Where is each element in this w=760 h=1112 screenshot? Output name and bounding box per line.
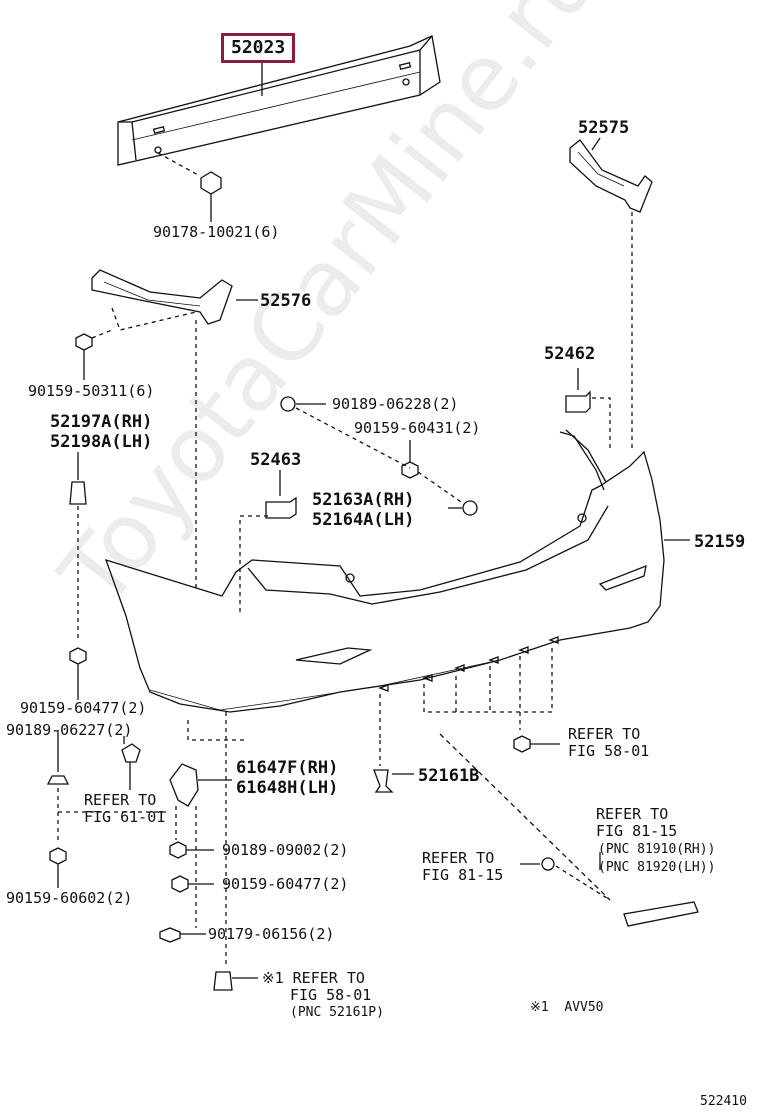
part-90189-06227: 90189-06227(2): [6, 721, 133, 739]
part-52163A: 52163A(RH): [312, 490, 415, 510]
part-90178-10021: 90178-10021(6): [153, 223, 280, 241]
reflector: [623, 901, 699, 927]
bumper-cover: [104, 429, 690, 713]
part-52463: 52463: [250, 450, 302, 470]
clip-52197: [69, 481, 87, 505]
part-52576: 52576: [260, 291, 312, 311]
refer-fig-61-01-line2[interactable]: FIG 61-01: [84, 808, 166, 826]
nut-90178: [200, 171, 222, 195]
refer-fig-81-15-b-line2[interactable]: FIG 81-15: [422, 866, 504, 884]
part-90159-60477-a: 90159-60477(2): [20, 699, 147, 717]
part-52161B: 52161B: [418, 766, 480, 786]
bracket-61647: [169, 763, 199, 807]
part-61648H: 61648H(LH): [236, 778, 339, 798]
bracket-52575: [569, 139, 653, 213]
refer-fig-81-15-a-line2[interactable]: FIG 81-15: [596, 822, 678, 840]
pad-52463: [265, 496, 297, 519]
part-90159-50311: 90159-50311(6): [28, 382, 155, 400]
refer-fig-81-15-b-line1[interactable]: REFER TO: [422, 849, 495, 867]
part-90159-60477-b: 90159-60477(2): [222, 875, 349, 893]
refer-fig-81-15-a-pnc-lh: (PNC 81920(LH)): [598, 860, 716, 875]
refer-fig-58-01-b-pnc: (PNC 52161P): [290, 1005, 384, 1020]
part-52462: 52462: [544, 344, 596, 364]
refer-fig-61-01-line1[interactable]: REFER TO: [84, 791, 157, 809]
part-number-highlight[interactable]: 52023: [221, 33, 296, 63]
refer-fig-58-01-b-line2[interactable]: FIG 58-01: [290, 986, 372, 1004]
reinforcement-beam: [117, 35, 441, 166]
part-90179-06156: 90179-06156(2): [208, 925, 335, 943]
refer-fig-58-01-a-line1[interactable]: REFER TO: [568, 725, 641, 743]
part-52159: 52159: [694, 532, 746, 552]
part-90159-60602: 90159-60602(2): [6, 889, 133, 907]
part-52575: 52575: [578, 118, 630, 138]
part-52198A: 52198A(LH): [50, 432, 153, 452]
part-52197A: 52197A(RH): [50, 412, 153, 432]
part-90189-09002: 90189-09002(2): [222, 841, 349, 859]
pad-52462: [565, 390, 591, 413]
part-61647F: 61647F(RH): [236, 758, 339, 778]
refer-fig-81-15-a-line1[interactable]: REFER TO: [596, 805, 669, 823]
part-90159-60431: 90159-60431(2): [354, 419, 481, 437]
refer-fig-58-01-a-line2[interactable]: FIG 58-01: [568, 742, 650, 760]
part-52164A: 52164A(LH): [312, 510, 415, 530]
refer-fig-58-01-b-line1[interactable]: ※1 REFER TO: [262, 969, 365, 987]
applicability-note: ※1 AVV50: [530, 1000, 604, 1015]
bracket-52576: [91, 269, 233, 325]
diagram-code: 522410: [700, 1094, 747, 1109]
part-90189-06228: 90189-06228(2): [332, 395, 459, 413]
refer-fig-81-15-a-pnc-rh: (PNC 81910(RH)): [598, 842, 716, 857]
clip-52161B: [373, 769, 394, 793]
